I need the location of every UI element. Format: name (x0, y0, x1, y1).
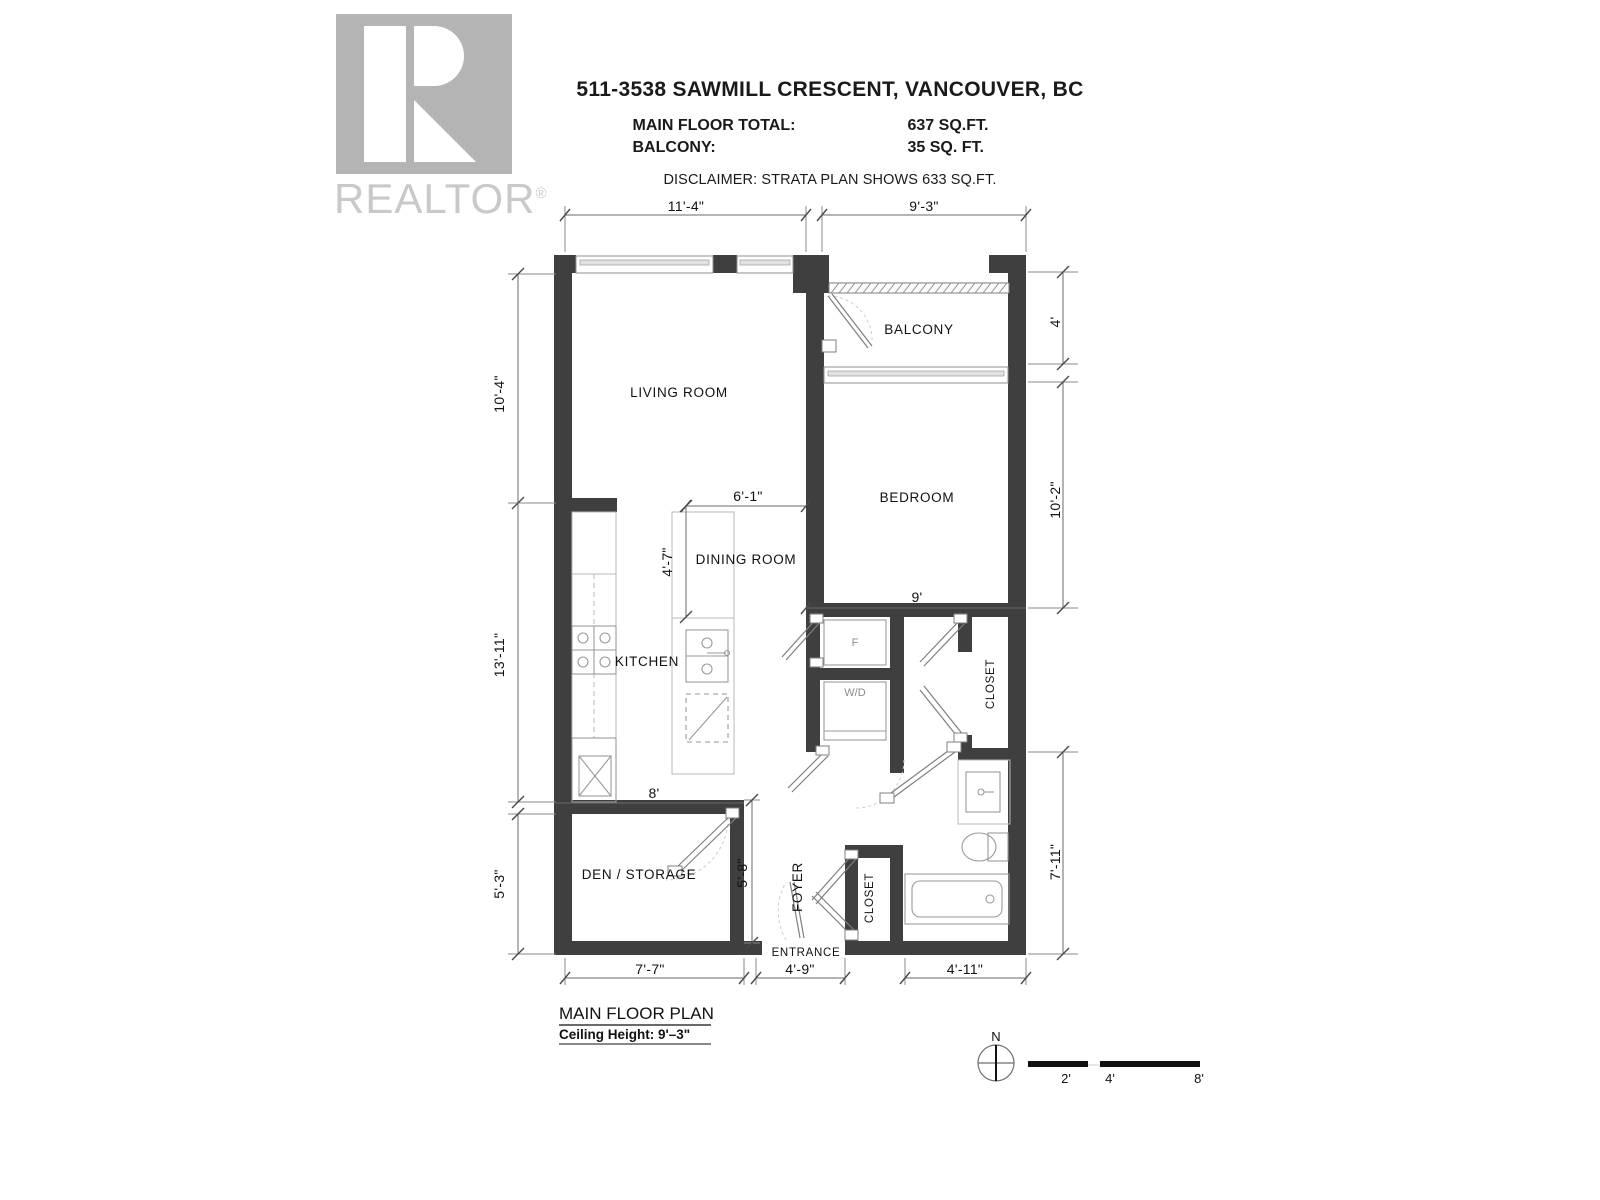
island-cabinet (685, 693, 729, 743)
dim-bedroom-closet-wall: 9' (911, 589, 922, 605)
room-label-balcony: BALCONY (884, 322, 953, 337)
dim-left-middle: 13'-11" (491, 633, 507, 678)
dim-bottom-middle: 4'-9" (785, 961, 814, 977)
dim-den-depth: 5'-8" (734, 858, 750, 887)
dimensions: 11'-4" 9'-3" 10'-4" 13'-11" 5'-3" 4 (491, 198, 1078, 985)
header: REALTOR® 511-3538 SAWMILL CRESCENT, VANC… (0, 0, 1600, 220)
kitchen-fixtures (571, 511, 735, 803)
page-title: 511-3538 SAWMILL CRESCENT, VANCOUVER, BC (576, 78, 1084, 101)
toilet-icon (961, 832, 1009, 862)
compass-north-label: N (991, 1029, 1000, 1044)
realtor-wordmark: REALTOR® (334, 175, 548, 222)
door-entry-closet (811, 849, 859, 941)
doors (665, 293, 968, 941)
dim-top-right: 9'-3" (909, 198, 938, 214)
windows (575, 255, 1009, 384)
door-laundry (787, 745, 830, 793)
dim-bottom-right: 4'-11" (947, 961, 983, 977)
bathroom-fixtures (904, 759, 1011, 925)
scale-bar: 2' 4' 8' (1028, 1061, 1204, 1086)
area-specs: MAIN FLOOR TOTAL: 637 SQ.FT. BALCONY: 35… (330, 115, 1330, 159)
compass-icon: N (977, 1029, 1015, 1082)
disclaimer-text: DISCLAIMER: STRATA PLAN SHOWS 633 SQ.FT. (663, 172, 997, 188)
fridge-icon (823, 619, 887, 666)
room-label-kitchen: KITCHEN (615, 654, 679, 669)
room-label-entrance: ENTRANCE (772, 947, 841, 959)
spec-row: BALCONY: 35 SQ. FT. (330, 137, 1330, 159)
spec-value-balcony: 35 SQ. FT. (907, 139, 984, 156)
realtor-logo: REALTOR® (334, 14, 547, 220)
dim-right-middle: 10'-2" (1047, 481, 1063, 518)
dim-right-lower: 7'-11" (1047, 844, 1063, 880)
balcony-railing (828, 282, 1010, 294)
cooktop-icon (571, 625, 617, 675)
scale-tick-4ft: 4' (1105, 1071, 1115, 1086)
spec-label-main-floor: MAIN FLOOR TOTAL: (632, 117, 796, 134)
dishwasher-icon (571, 737, 617, 803)
washer-dryer-label: W/D (844, 687, 865, 699)
dim-top-left: 11'-4" (668, 198, 704, 214)
room-label-dining-room: DINING ROOM (696, 552, 797, 567)
washer-dryer-icon (823, 681, 887, 741)
room-label-foyer: FOYER (790, 862, 805, 912)
door-bathroom (855, 741, 962, 809)
dim-left-upper: 10'-4" (491, 375, 507, 412)
room-label-closet-entry: CLOSET (864, 873, 876, 923)
realtor-r-icon (336, 14, 512, 174)
door-den (665, 807, 740, 881)
room-label-living-room: LIVING ROOM (630, 385, 728, 400)
dim-bottom-left: 7'-7" (635, 961, 664, 977)
realtor-wordmark-text: REALTOR (334, 175, 536, 222)
door-fridge-closet (781, 613, 824, 668)
scale-tick-8ft: 8' (1194, 1071, 1204, 1086)
room-label-den-storage: DEN / STORAGE (582, 867, 697, 882)
room-labels: LIVING ROOM BALCONY BEDROOM DINING ROOM … (582, 322, 997, 959)
dim-dining-height: 4'-7" (659, 547, 675, 576)
dim-left-lower: 5'-3" (491, 869, 507, 898)
spec-row: MAIN FLOOR TOTAL: 637 SQ.FT. (330, 115, 1330, 137)
room-label-bedroom: BEDROOM (880, 490, 955, 505)
dim-right-upper: 4' (1047, 316, 1063, 327)
sink-icon (685, 629, 731, 683)
ceiling-height-label: Ceiling Height: 9'–3" (559, 1027, 690, 1042)
dim-den-width-top: 8' (648, 785, 659, 801)
scale-tick-2ft: 2' (1061, 1071, 1071, 1086)
plan-title: MAIN FLOOR PLAN (559, 1004, 714, 1023)
spec-label-balcony: BALCONY: (632, 139, 716, 156)
sink-basin-icon (965, 771, 1001, 813)
plan-footer: MAIN FLOOR PLAN Ceiling Height: 9'–3" (559, 1004, 714, 1045)
walls (554, 255, 1026, 955)
compass-and-scale: N 2' 4' 8' (977, 1029, 1204, 1086)
dim-dining-width: 6'-1" (733, 488, 762, 504)
spec-value-main-floor: 637 SQ.FT. (907, 117, 989, 134)
utility-appliances: F W/D (823, 619, 887, 741)
room-label-closet-bedroom: CLOSET (985, 659, 997, 709)
door-balcony (821, 293, 873, 353)
bathtub-icon (904, 873, 1010, 925)
door-entrance (777, 881, 805, 941)
door-bedroom-closet (919, 613, 968, 743)
fridge-label: F (852, 637, 859, 649)
